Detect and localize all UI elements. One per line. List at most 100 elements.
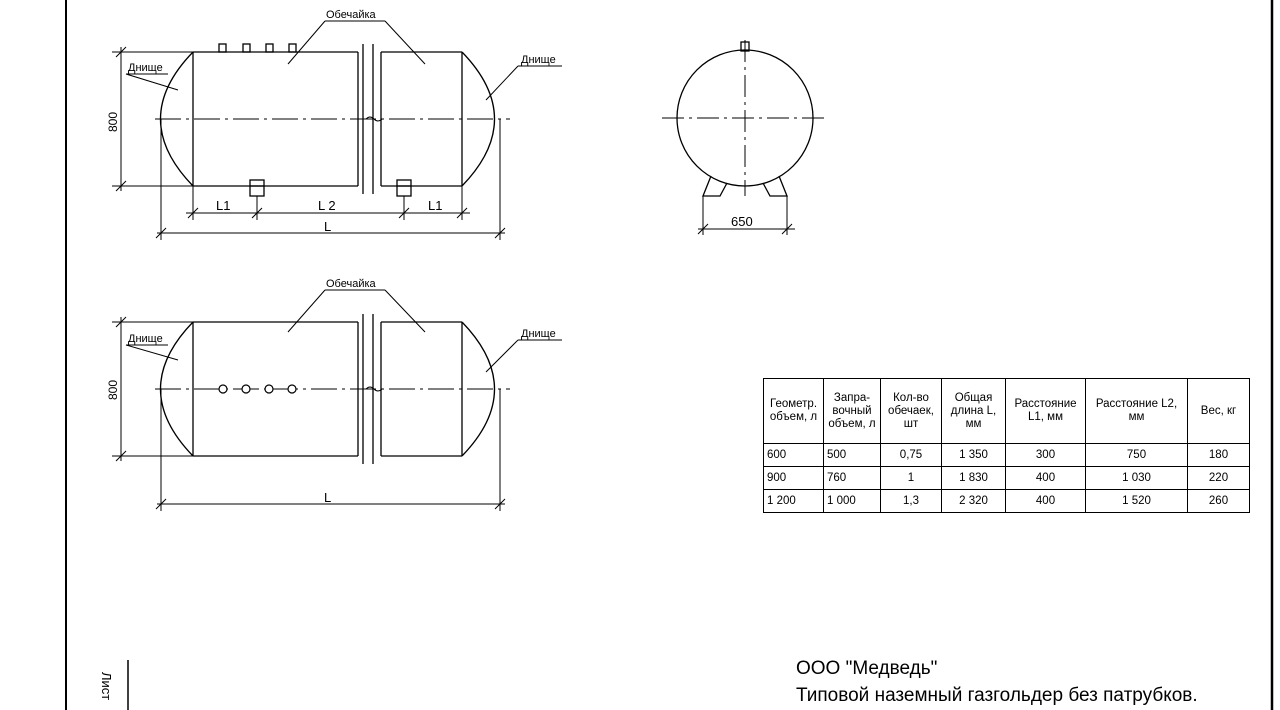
company-name: ООО "Медведь" — [796, 658, 938, 679]
header-geom-volume: Геометр. объем, л — [763, 378, 824, 444]
table-cell: 1 830 — [941, 466, 1006, 490]
dim-total-top — [155, 119, 506, 240]
table-cell: 400 — [1005, 466, 1086, 490]
table-cell: 760 — [823, 466, 881, 490]
table-row: 900 760 1 1 830 400 1 030 220 — [763, 466, 1250, 490]
dim-width-end-tick2 — [781, 223, 793, 235]
break-mark-bottom — [365, 386, 383, 392]
header-distance-l2: Расстояние L2, мм — [1085, 378, 1188, 444]
dim-height-top-value: 800 — [106, 112, 120, 132]
header-distance-l1: Расстояние L1, мм — [1005, 378, 1086, 444]
hole-2 — [241, 384, 251, 394]
header-shell-count: Кол-во обечаек, шт — [880, 378, 942, 444]
end-view-support-left — [702, 175, 728, 197]
table-cell: 900 — [763, 466, 824, 490]
leader-head-right — [485, 65, 519, 101]
table-row: 1 200 1 000 1,3 2 320 400 1 520 260 — [763, 489, 1250, 513]
header-fill-volume: Запра-вочный объем, л — [823, 378, 881, 444]
break-mark-top — [365, 116, 383, 122]
leaders-bottom — [125, 289, 562, 373]
table-cell: 220 — [1187, 466, 1250, 490]
nozzle-3 — [265, 43, 274, 53]
end-view-support-right — [762, 175, 788, 197]
leader-head-left — [125, 73, 179, 91]
right-head-bottom — [461, 321, 496, 457]
dim-l1-left-value: L1 — [216, 198, 230, 213]
table-header-row: Геометр. объем, л Запра-вочный объем, л … — [763, 378, 1250, 444]
dim-l2-value: L 2 — [318, 198, 336, 213]
dim-total-bottom-tick2 — [494, 498, 506, 510]
label-head-left-bottom: Днище — [128, 333, 163, 345]
dim-total-top-tick2 — [494, 227, 506, 239]
dim-chain-tick-2 — [251, 207, 263, 219]
table-cell: 0,75 — [880, 443, 942, 467]
leaders-top — [125, 20, 562, 101]
label-head-right-bottom: Днище — [521, 328, 556, 340]
dim-l1-right-value: L1 — [428, 198, 442, 213]
label-head-right-top: Днище — [521, 54, 556, 66]
label-shell-top: Обечайка — [326, 9, 377, 21]
header-weight: Вес, кг — [1187, 378, 1250, 444]
dim-height-top — [112, 46, 193, 192]
label-shell-bottom: Обечайка — [326, 278, 377, 290]
title-block: ООО "Медведь" Типовой наземный газгольде… — [796, 655, 1198, 709]
table-cell: 180 — [1187, 443, 1250, 467]
dim-total-top-value: L — [324, 219, 331, 234]
dim-width-end-value: 650 — [731, 214, 753, 229]
leader-head-left-b — [125, 344, 179, 361]
dim-height-bottom-value: 800 — [106, 380, 120, 400]
table-cell: 500 — [823, 443, 881, 467]
dim-chain-tick-3 — [398, 207, 410, 219]
right-head-top — [461, 51, 496, 187]
label-head-left-top: Днище — [128, 62, 163, 74]
leader-shell-right-b — [384, 289, 426, 333]
leader-shell-left-b — [287, 289, 326, 333]
hole-3 — [264, 384, 274, 394]
nozzle-2 — [242, 43, 251, 53]
table-cell: 1 — [880, 466, 942, 490]
dim-height-bottom-tick1 — [115, 316, 127, 328]
dim-total-bottom — [155, 389, 506, 511]
table-cell: 600 — [763, 443, 824, 467]
table-row: 600 500 0,75 1 350 300 750 180 — [763, 443, 1250, 467]
leader-head-right-b — [485, 339, 519, 373]
table-cell: 1 200 — [763, 489, 824, 513]
dim-width-end-tick1 — [697, 223, 709, 235]
table-cell: 1 520 — [1085, 489, 1188, 513]
leader-shell-left — [287, 20, 326, 65]
nozzle-1 — [218, 43, 227, 53]
table-cell: 1 000 — [823, 489, 881, 513]
dim-total-bottom-value: L — [324, 490, 331, 505]
table-cell: 1,3 — [880, 489, 942, 513]
sheet-label: Лист — [99, 672, 114, 701]
tank-side-view-top — [159, 43, 496, 197]
table-cell: 2 320 — [941, 489, 1006, 513]
dim-chain — [186, 186, 470, 220]
dim-width-end — [697, 196, 795, 235]
dim-height-bottom — [112, 316, 193, 462]
support-right — [396, 179, 412, 197]
specification-table: Геометр. объем, л Запра-вочный объем, л … — [763, 378, 1250, 513]
table-cell: 400 — [1005, 489, 1086, 513]
dim-total-top-tick1 — [155, 227, 167, 239]
drawing-description: Типовой наземный газгольдер без патрубко… — [796, 685, 1198, 706]
dim-chain-tick-4 — [456, 207, 468, 219]
header-total-length: Общая длина L, мм — [941, 378, 1006, 444]
dim-chain-tick-1 — [187, 207, 199, 219]
support-left — [249, 179, 265, 197]
table-cell: 1 030 — [1085, 466, 1188, 490]
table-cell: 750 — [1085, 443, 1188, 467]
dim-height-bottom-tick2 — [115, 450, 127, 462]
dim-total-bottom-tick1 — [155, 498, 167, 510]
dim-height-top-tick1 — [115, 46, 127, 58]
dim-height-top-tick2 — [115, 180, 127, 192]
table-cell: 260 — [1187, 489, 1250, 513]
hole-1 — [218, 384, 228, 394]
holes — [218, 384, 297, 394]
table-cell: 1 350 — [941, 443, 1006, 467]
hole-4 — [287, 384, 297, 394]
nozzle-4 — [288, 43, 297, 53]
leader-shell-right — [384, 20, 426, 65]
table-cell: 300 — [1005, 443, 1086, 467]
